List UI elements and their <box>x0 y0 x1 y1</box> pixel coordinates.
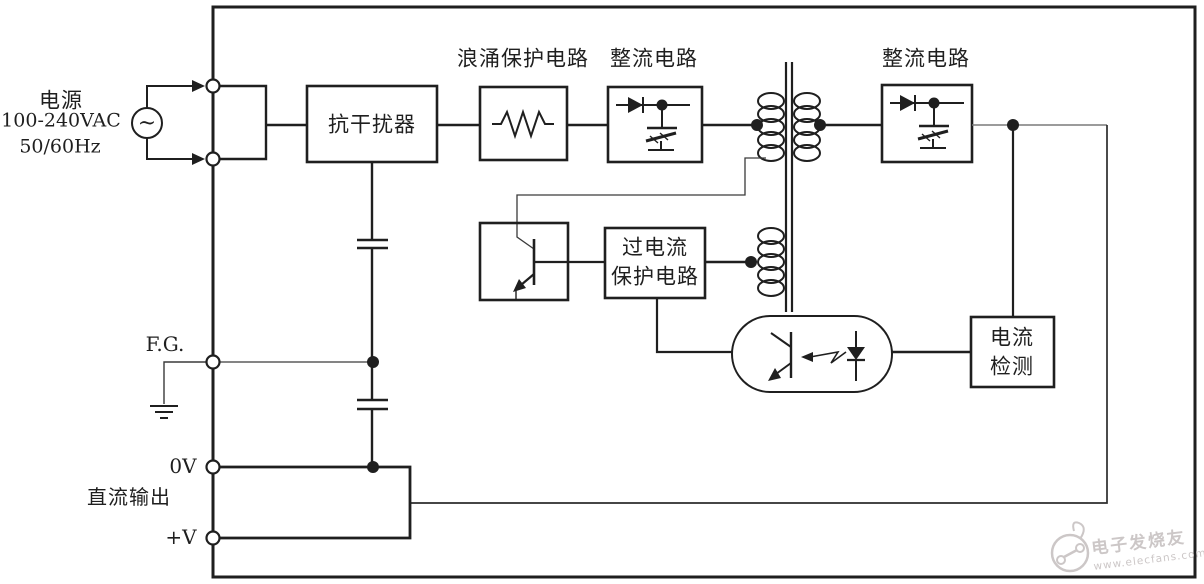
capacitor-icon <box>357 398 388 411</box>
ac-terminal-bottom <box>205 151 221 167</box>
source-voltage-label: 100-240VAC <box>1 109 121 132</box>
output-return-wire <box>410 125 1108 504</box>
dc-output-label: 直流输出 <box>87 485 171 509</box>
rectifier-secondary-block <box>880 83 974 164</box>
surge-protection-block <box>478 85 569 162</box>
arrow-right-icon <box>192 153 205 165</box>
ac-tilde-symbol: ~ <box>138 111 156 136</box>
diode-capacitor-icon <box>616 97 690 151</box>
transistor-icon <box>513 239 605 300</box>
ac-source-icon: ~ <box>131 80 205 165</box>
junction-dot <box>367 356 379 368</box>
light-arrow-icon <box>809 350 847 364</box>
rectifier-primary-label: 整流电路 <box>610 46 698 71</box>
source-label: 电源 <box>39 88 83 113</box>
junction-dot <box>751 119 763 131</box>
y-capacitors <box>357 162 388 473</box>
diode-capacitor-icon <box>890 95 964 149</box>
overcurrent-label-line2: 保护电路 <box>611 264 699 289</box>
plus-v-label: +V <box>165 525 197 549</box>
arrow-right-icon <box>192 80 205 92</box>
watermark-logo-icon <box>1050 521 1090 573</box>
led-icon <box>847 347 865 360</box>
zero-v-terminal <box>205 459 221 475</box>
feedback-wire <box>516 157 766 250</box>
anti-interference-label: 抗干扰器 <box>328 112 416 137</box>
transformer-core <box>784 62 794 312</box>
surge-protection-label: 浪涌保护电路 <box>457 46 589 71</box>
plus-v-terminal <box>205 530 221 546</box>
wire <box>655 298 732 354</box>
terminals <box>205 78 221 546</box>
capacitor-icon <box>357 238 388 250</box>
switching-transistor-block <box>478 221 605 302</box>
input-connector <box>219 84 307 161</box>
ground-icon <box>150 405 178 419</box>
fg-ground <box>150 361 367 419</box>
current-detect-label-line1: 电流 <box>990 325 1034 350</box>
optocoupler-icon <box>731 315 893 393</box>
overcurrent-label-line1: 过电流 <box>622 235 688 260</box>
fg-terminal <box>205 354 221 370</box>
resistor-icon <box>492 108 554 140</box>
zero-v-label: 0V <box>169 454 197 478</box>
current-detect-block <box>969 315 1056 389</box>
rectifier-primary-block <box>606 85 704 164</box>
power-supply-enclosure <box>211 5 1197 579</box>
dc-output-box <box>219 465 412 540</box>
current-detect-label-line2: 检测 <box>990 354 1034 379</box>
aux-winding-icon <box>757 227 785 245</box>
fg-label: F.G. <box>145 332 185 356</box>
transformer-icon <box>745 62 826 312</box>
rectifier-secondary-label: 整流电路 <box>882 46 970 71</box>
ac-terminal-top <box>205 78 221 94</box>
source-frequency-label: 50/60Hz <box>19 135 101 158</box>
